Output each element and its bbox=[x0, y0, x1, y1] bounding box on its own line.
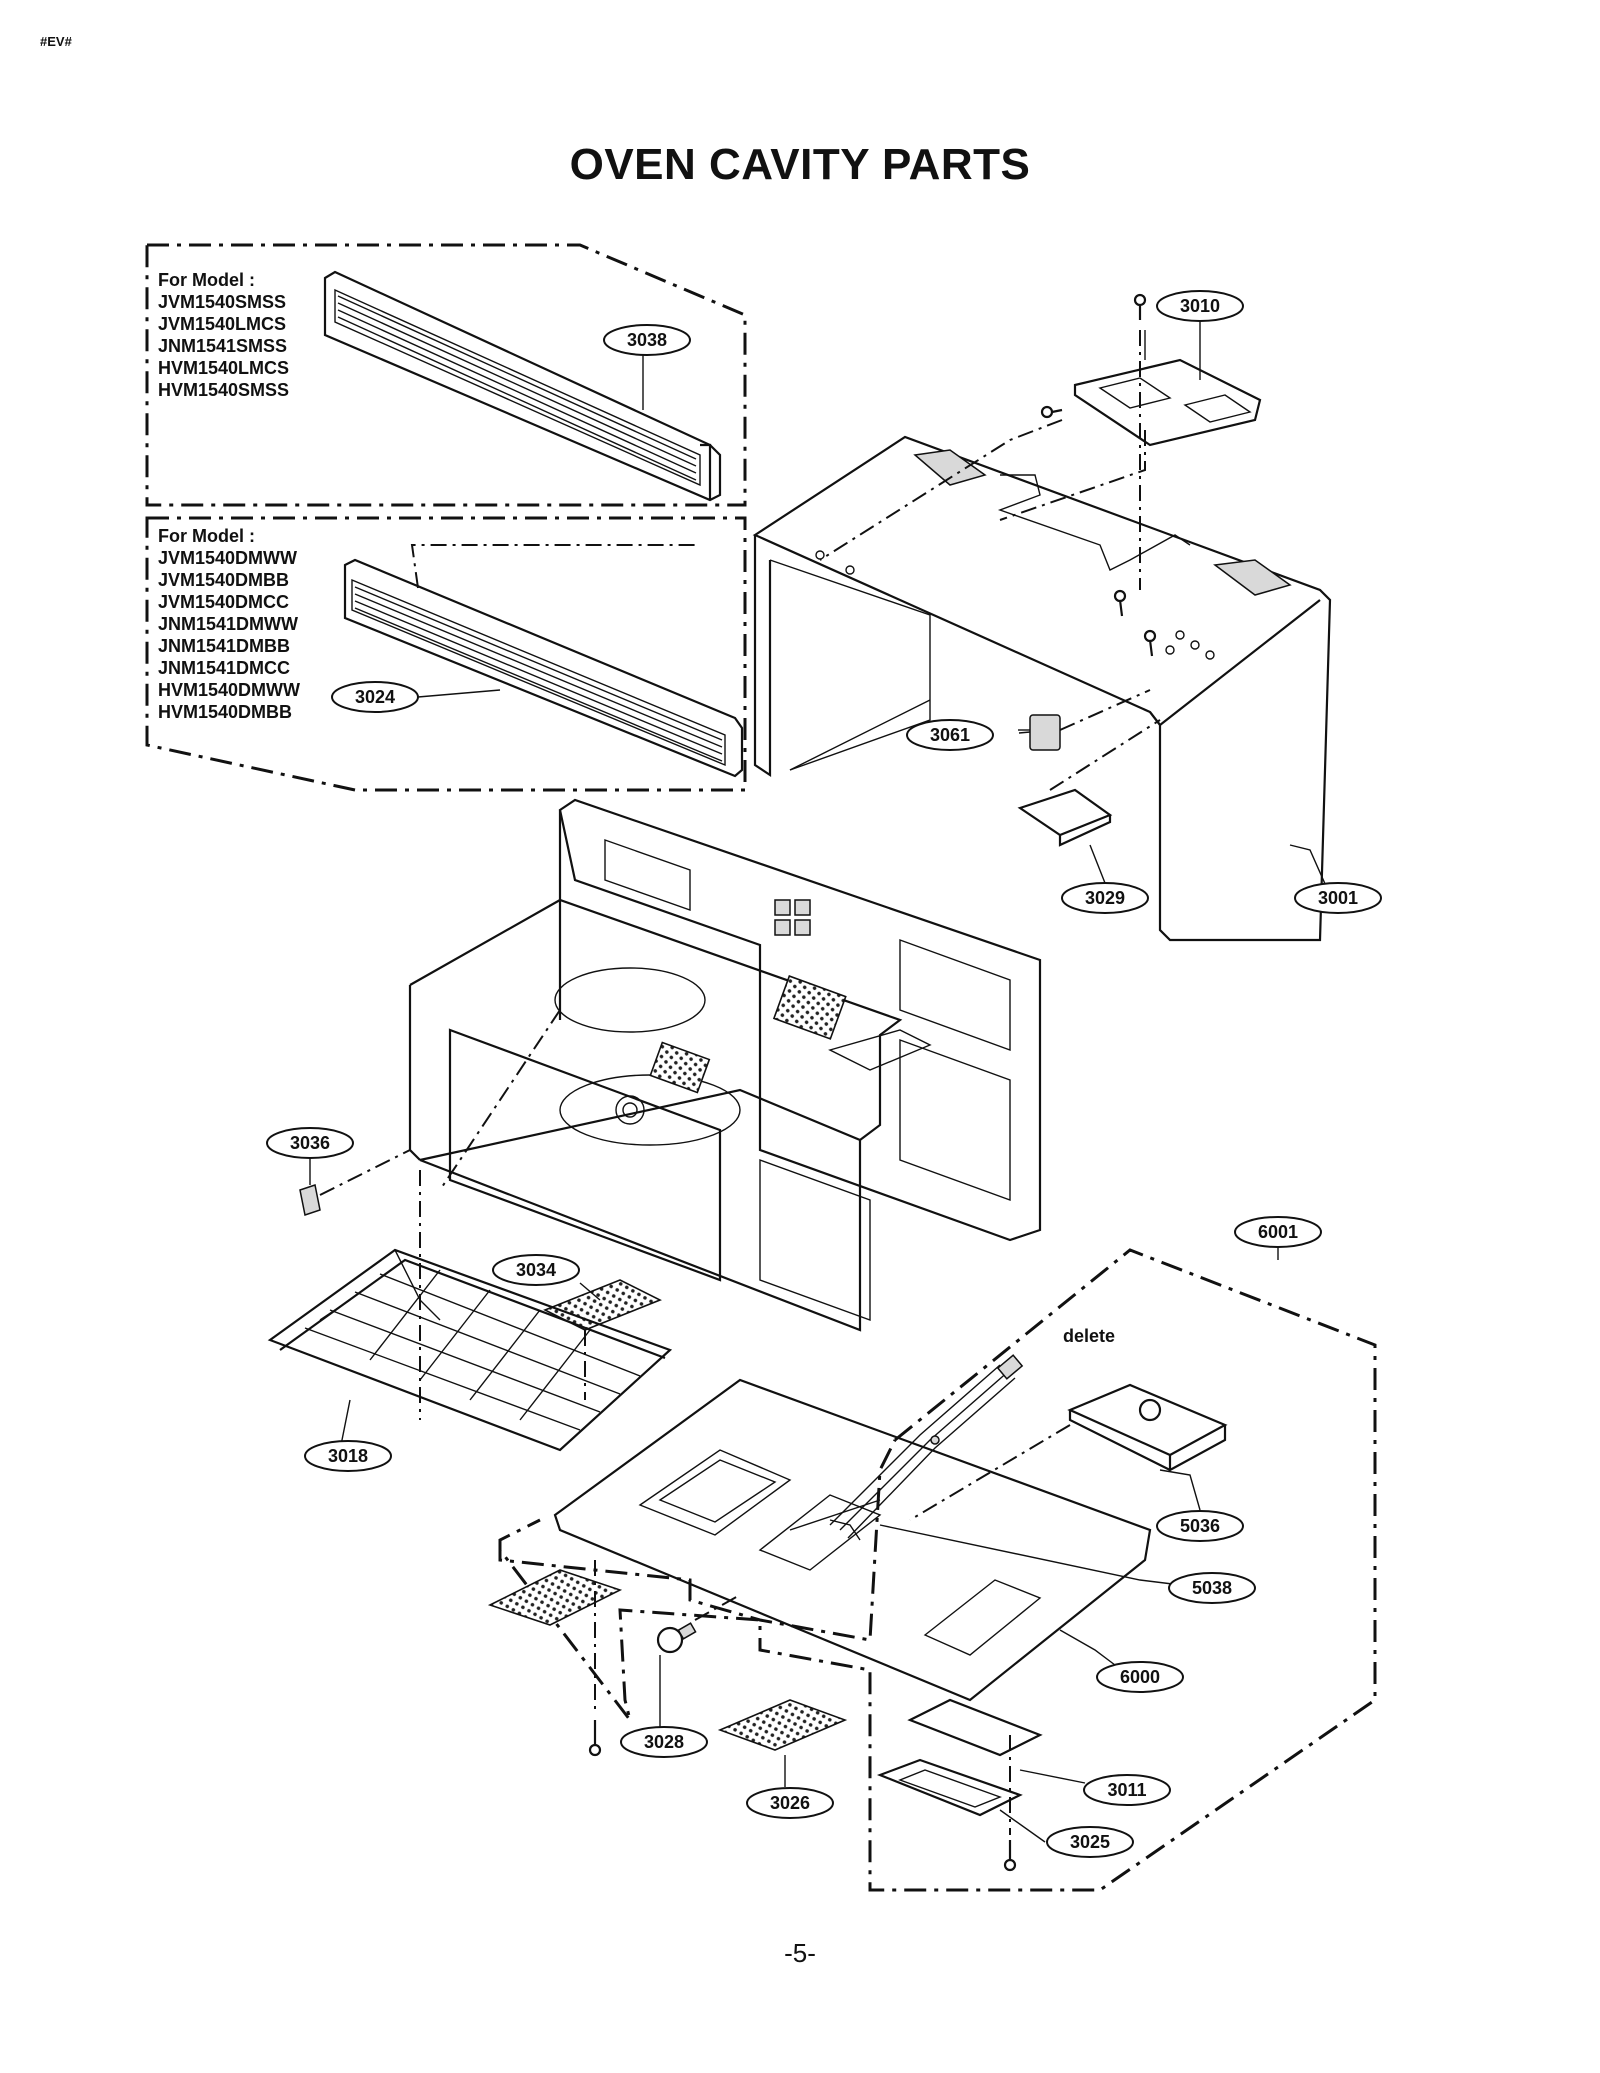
page-number: -5- bbox=[784, 1938, 816, 1968]
page-title: OVEN CAVITY PARTS bbox=[569, 140, 1031, 189]
model-item: JVM1540SMSS bbox=[158, 292, 286, 312]
model-item: JVM1540LMCS bbox=[158, 314, 286, 334]
callout-label: 3011 bbox=[1107, 1780, 1146, 1800]
outer-case bbox=[752, 435, 1332, 942]
callout-label: 3025 bbox=[1070, 1832, 1110, 1852]
delete-note: delete bbox=[1063, 1326, 1115, 1346]
callout-label: 3061 bbox=[930, 725, 970, 745]
bottom-plate bbox=[553, 1378, 1152, 1702]
grease-filter bbox=[487, 1569, 848, 1751]
callout-label: 3028 bbox=[644, 1732, 684, 1752]
callout-label: 6000 bbox=[1120, 1667, 1160, 1687]
model-item: HVM1540DMBB bbox=[158, 702, 292, 722]
callout-3028: 3028 bbox=[620, 1726, 708, 1758]
callout-3024: 3024 bbox=[331, 681, 419, 713]
latch-part bbox=[299, 1149, 411, 1216]
model-box-1 bbox=[145, 243, 747, 507]
model-item: HVM1540LMCS bbox=[158, 358, 289, 378]
model-item: JVM1540DMCC bbox=[158, 592, 289, 612]
model-item: JNM1541DMCC bbox=[158, 658, 290, 678]
switch-part bbox=[1018, 689, 1151, 751]
wire-harness bbox=[829, 1354, 1024, 1539]
callout-label: 3026 bbox=[770, 1793, 810, 1813]
model-item: JVM1540DMBB bbox=[158, 570, 289, 590]
callout-label: 3001 bbox=[1318, 888, 1358, 908]
callout-6000: 6000 bbox=[1096, 1661, 1184, 1693]
mount-bracket bbox=[1017, 719, 1161, 847]
assembly-box-6001-left bbox=[498, 1439, 897, 1642]
lamp-cover bbox=[876, 1698, 1043, 1872]
bracket-plate bbox=[999, 330, 1262, 521]
screw-set bbox=[819, 293, 1157, 657]
callout-3010: 3010 bbox=[1156, 290, 1244, 322]
callout-label: 3018 bbox=[328, 1446, 368, 1466]
model-item: JNM1541SMSS bbox=[158, 336, 287, 356]
model-item: HVM1540SMSS bbox=[158, 380, 289, 400]
model-item: JVM1540DMWW bbox=[158, 548, 297, 568]
model-item: JNM1541DMBB bbox=[158, 636, 290, 656]
callout-3034: 3034 bbox=[492, 1254, 580, 1286]
header-tag: #EV# bbox=[40, 34, 72, 49]
wire-rack bbox=[267, 1248, 673, 1452]
oven-cavity bbox=[408, 798, 1042, 1420]
callout-label: 3010 bbox=[1180, 296, 1220, 316]
callout-6001: 6001 bbox=[1234, 1216, 1322, 1248]
callout-3026: 3026 bbox=[746, 1787, 834, 1819]
vent-grille-lower bbox=[343, 544, 744, 778]
callout-label: 3038 bbox=[627, 330, 667, 350]
callout-3061: 3061 bbox=[906, 719, 994, 751]
callout-label: 3029 bbox=[1085, 888, 1125, 908]
callout-3001: 3001 bbox=[1294, 882, 1382, 914]
callout-label: 6001 bbox=[1258, 1222, 1298, 1242]
callout-label: 3024 bbox=[355, 687, 395, 707]
lamp-bulb bbox=[588, 1560, 741, 1757]
callout-3011: 3011 bbox=[1083, 1774, 1171, 1806]
callout-label: 5038 bbox=[1192, 1578, 1232, 1598]
callout-3036: 3036 bbox=[266, 1127, 354, 1159]
callout-label: 3036 bbox=[290, 1133, 330, 1153]
callout-3018: 3018 bbox=[304, 1440, 392, 1472]
model-heading-1: For Model : bbox=[158, 270, 255, 290]
model-item: JNM1541DMWW bbox=[158, 614, 298, 634]
model-box-2 bbox=[145, 516, 747, 792]
callout-label: 3034 bbox=[516, 1260, 556, 1280]
model-item: HVM1540DMWW bbox=[158, 680, 300, 700]
callout-5036: 5036 bbox=[1156, 1510, 1244, 1542]
callout-5038: 5038 bbox=[1168, 1572, 1256, 1604]
callout-3038: 3038 bbox=[603, 324, 691, 356]
fan-cover bbox=[909, 1383, 1228, 1521]
leader-lines bbox=[309, 322, 1331, 1843]
callout-label: 5036 bbox=[1180, 1516, 1220, 1536]
vent-grille-upper bbox=[323, 270, 722, 502]
callout-3029: 3029 bbox=[1061, 882, 1149, 914]
callout-3025: 3025 bbox=[1046, 1826, 1134, 1858]
model-heading-2: For Model : bbox=[158, 526, 255, 546]
